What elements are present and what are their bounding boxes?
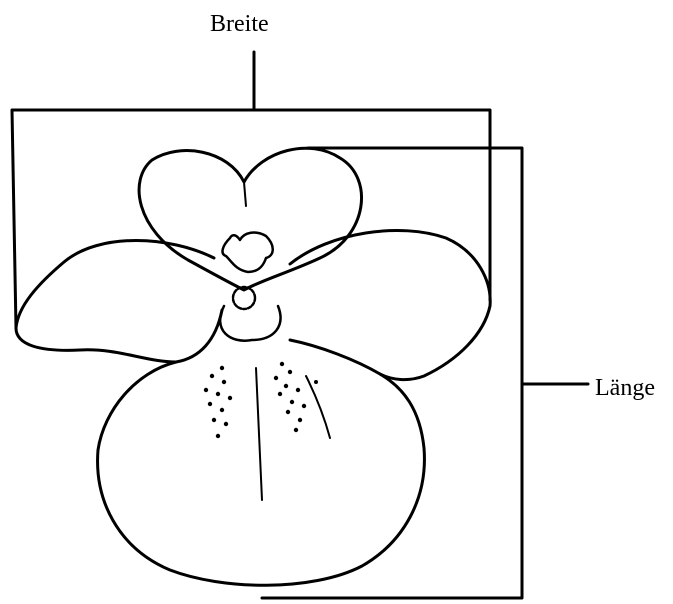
- length-bracket: [262, 148, 588, 598]
- right-petal: [290, 230, 490, 379]
- top-petal-midline: [244, 182, 246, 206]
- lip-spots: [204, 362, 318, 438]
- lip-vein-right: [306, 376, 330, 438]
- length-label: Länge: [595, 376, 655, 400]
- lip-vein-left: [256, 368, 262, 500]
- column-cap: [223, 233, 273, 272]
- width-label: Breite: [210, 12, 269, 36]
- left-petal: [16, 241, 222, 363]
- column-base: [220, 306, 280, 341]
- top-petal: [139, 148, 361, 290]
